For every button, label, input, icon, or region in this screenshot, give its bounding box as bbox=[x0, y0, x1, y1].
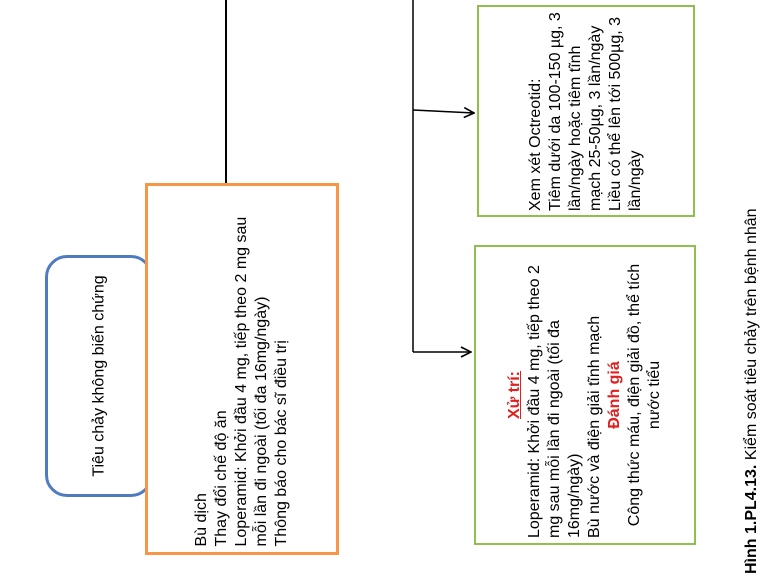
main-line-notify-doctor: Thông báo cho bác sĩ điều trị bbox=[273, 340, 290, 547]
start-box-text: Tiêu chảy không biến chứng bbox=[90, 275, 108, 477]
caption-label: Hình 1.PL4.13. bbox=[743, 464, 760, 574]
treatment-heading: Xử trí: bbox=[506, 370, 523, 420]
octreotide-box: Xem xét Octreotid: Tiêm dưới da 100-150 … bbox=[477, 5, 695, 217]
treatment-line-loperamide: Loperamid: Khởi đầu 4 mg, tiếp theo 2 mg… bbox=[526, 265, 583, 538]
main-line-diet: Thay đổi chế độ ăn bbox=[213, 410, 230, 547]
start-box: Tiêu chảy không biến chứng bbox=[45, 255, 153, 497]
octreotide-heading: Xem xét Octreotid: bbox=[527, 78, 544, 212]
evaluation-heading: Đánh giá bbox=[606, 361, 623, 429]
evaluation-text: Công thức máu, điện giải đồ, thể tích nư… bbox=[626, 263, 663, 527]
octreotide-dose: Tiêm dưới da 100-150 µg, 3 lần/ngày hoặc… bbox=[547, 12, 604, 211]
severe-treatment-box: Xử trí: Loperamid: Khởi đầu 4 mg, tiếp t… bbox=[474, 245, 696, 545]
arrow-to-octreotide bbox=[412, 110, 474, 113]
main-treatment-box: Bù dịch Thay đổi chế độ ăn Loperamid: Kh… bbox=[145, 183, 339, 555]
caption-text: Kiểm soát tiêu chảy trên bệnh nhân bbox=[743, 207, 760, 465]
treatment-line-iv-fluids: Bù nước và điện giải tĩnh mạch bbox=[586, 315, 603, 538]
main-line-rehydration: Bù dịch bbox=[193, 493, 210, 547]
main-line-loperamide: Loperamid: Khởi đầu 4 mg, tiếp theo 2 mg… bbox=[233, 216, 270, 547]
figure-caption: Hình 1.PL4.13. Kiểm soát tiêu chảy trên … bbox=[734, 0, 768, 574]
octreotide-max-dose: Liều có thể lên tới 500µg, 3 lần/ngày bbox=[607, 16, 644, 211]
